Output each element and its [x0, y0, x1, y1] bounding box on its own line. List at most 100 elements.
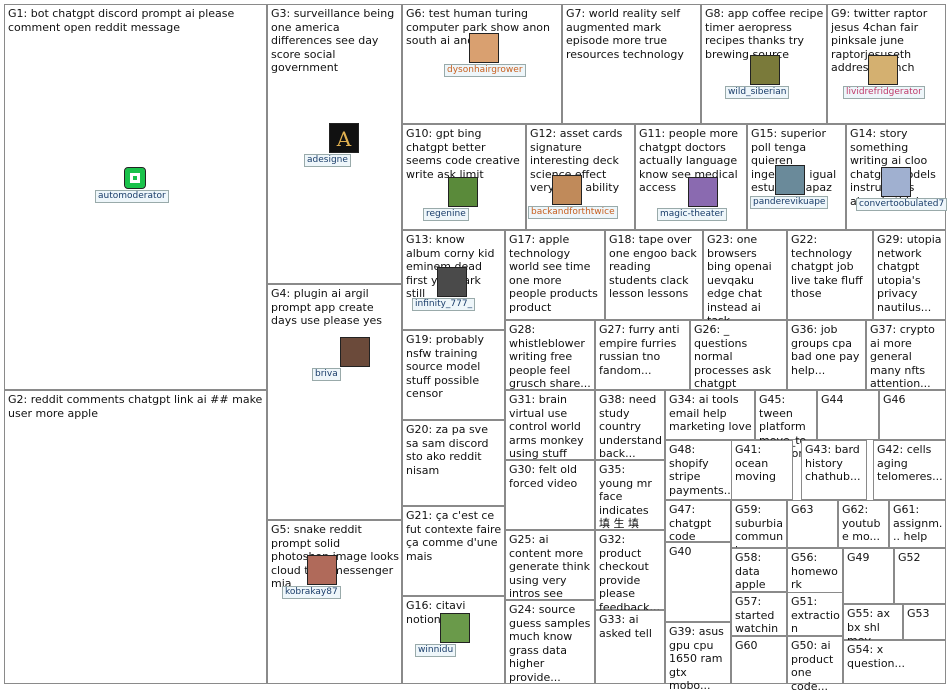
group-box-g28: G28: whistleblower writing free people f…	[505, 320, 595, 390]
hub-name-label: kobrakay87	[282, 586, 341, 599]
group-box-g61: G61: assignm... help	[889, 500, 946, 548]
group-label: G48: shopify stripe payments...	[669, 443, 738, 497]
avatar-cartoon-icon[interactable]	[440, 613, 470, 643]
hub-name-label: briva	[312, 368, 341, 381]
group-box-g59: G59: suburbia communi...	[731, 500, 787, 548]
group-box-g25: G25: ai content more generate think usin…	[505, 530, 595, 600]
group-label: G44	[821, 393, 876, 407]
avatar-cartoon-icon[interactable]	[750, 55, 780, 85]
group-box-g37: G37: crypto ai more general many nfts at…	[866, 320, 946, 390]
group-label: G52	[898, 551, 943, 565]
group-label: G36: job groups cpa bad one pay help...	[791, 323, 863, 377]
group-box-g24: G24: source guess samples much know gras…	[505, 600, 595, 684]
group-box-g53: G53	[903, 604, 946, 640]
group-label: G39: asus gpu cpu 1650 ram gtx mobo...	[669, 625, 728, 693]
group-label: G29: utopia network chatgpt utopia's pri…	[877, 233, 943, 314]
group-label: G18: tape over one engoo back reading st…	[609, 233, 700, 301]
group-label: G34: ai tools email help marketing love	[669, 393, 752, 434]
group-box-g7: G7: world reality self augmented mark ep…	[562, 4, 701, 124]
group-label: G4: plugin ai argil prompt app create da…	[271, 287, 399, 328]
group-label: G33: ai asked tell	[599, 613, 662, 640]
hub-name-label: adesigne	[304, 154, 351, 167]
group-box-g54: G54: x question...	[843, 640, 946, 684]
group-box-g51: G51: extraction material...	[787, 592, 843, 636]
group-box-g58: G58: data apple music fm...	[731, 548, 787, 592]
hub-name-label: backandforthtwice	[528, 206, 618, 219]
group-box-g57: G57: started watching...	[731, 592, 787, 636]
group-box-g63: G63	[787, 500, 838, 548]
group-box-g17: G17: apple technology world see time one…	[505, 230, 605, 320]
avatar-cartoon-icon[interactable]	[448, 177, 478, 207]
hub-name-label: lividrefridgerator	[843, 86, 925, 99]
group-box-g32: G32: product checkout provide please fee…	[595, 530, 665, 610]
group-label: G49	[847, 551, 891, 565]
group-label: G28: whistleblower writing free people f…	[509, 323, 592, 391]
avatar-photo-icon[interactable]	[469, 33, 499, 63]
group-label: G22: technology chatgpt job live take fl…	[791, 233, 870, 301]
group-box-g40: G40	[665, 542, 731, 622]
hub-name-label: dysonhairgrower	[444, 64, 526, 77]
group-label: G10: gpt bing chatgpt better seems code …	[406, 127, 523, 181]
group-label: G46	[883, 393, 943, 407]
hub-name-label: magic-theater	[657, 208, 727, 221]
group-box-g30: G30: felt old forced video	[505, 460, 595, 530]
group-label: G40	[669, 545, 728, 559]
hub-name-label: convertoobulated7	[856, 198, 947, 211]
hub-name-label: automoderator	[95, 190, 169, 203]
group-box-g38: G38: need study country understand back.…	[595, 390, 665, 460]
group-box-g52: G52	[894, 548, 946, 604]
avatar-photo-icon[interactable]	[437, 267, 467, 297]
group-box-g33: G33: ai asked tell	[595, 610, 665, 684]
group-box-g60: G60	[731, 636, 787, 684]
avatar-photo-icon[interactable]	[688, 177, 718, 207]
group-label: G32: product checkout provide please fee…	[599, 533, 662, 614]
group-label: G47: chatgpt code	[669, 503, 728, 544]
group-box-g31: G31: brain virtual use control world arm…	[505, 390, 595, 460]
group-label: G30: felt old forced video	[509, 463, 592, 490]
group-box-g4: G4: plugin ai argil prompt app create da…	[267, 284, 402, 520]
group-label: G61: assignm... help	[893, 503, 943, 544]
group-box-g42: G42: cells aging telomeres...	[873, 440, 946, 500]
group-label: G8: app coffee recipe timer aeropress re…	[705, 7, 824, 61]
group-box-g34: G34: ai tools email help marketing love	[665, 390, 755, 440]
group-box-g19: G19: probably nsfw training source model…	[402, 330, 505, 420]
group-box-g27: G27: furry anti empire furries russian t…	[595, 320, 690, 390]
group-box-g26: G26: _ questions normal processes ask ch…	[690, 320, 787, 390]
group-label: G23: one browsers bing openai uevqaku ed…	[707, 233, 784, 328]
group-box-g44: G44	[817, 390, 879, 440]
group-label: G41: ocean moving	[735, 443, 790, 484]
group-label: G27: furry anti empire furries russian t…	[599, 323, 687, 377]
group-label: G7: world reality self augmented mark ep…	[566, 7, 698, 61]
letter-a-logo-icon[interactable]: A	[329, 123, 359, 153]
group-label: G54: x question...	[847, 643, 943, 670]
group-box-g23: G23: one browsers bing openai uevqaku ed…	[703, 230, 787, 320]
avatar-photo-icon[interactable]	[881, 167, 911, 197]
group-label: G17: apple technology world see time one…	[509, 233, 602, 314]
hub-name-label: wild_siberian	[725, 86, 789, 99]
group-box-g55: G55: ax bx shl mov...	[843, 604, 903, 640]
group-box-g50: G50: ai product one code...	[787, 636, 843, 684]
group-box-g5: G5: snake reddit prompt solid photoshop …	[267, 520, 402, 684]
avatar-photo-icon[interactable]	[868, 55, 898, 85]
group-box-g41: G41: ocean moving	[731, 440, 793, 500]
hub-name-label: panderevikuape	[750, 196, 828, 209]
group-label: G19: probably nsfw training source model…	[406, 333, 502, 401]
group-label: G53	[907, 607, 943, 621]
group-label: G62: youtube mo...	[842, 503, 886, 544]
avatar-photo-icon[interactable]	[552, 175, 582, 205]
group-box-g29: G29: utopia network chatgpt utopia's pri…	[873, 230, 946, 320]
avatar-photo-icon[interactable]	[307, 555, 337, 585]
avatar-photo-icon[interactable]	[775, 165, 805, 195]
avatar-photo-icon[interactable]	[340, 337, 370, 367]
shield-icon[interactable]	[124, 167, 146, 189]
group-label: G3: surveillance being one america diffe…	[271, 7, 399, 75]
group-box-g35: G35: young mr face indicates 填 生 填 looke…	[595, 460, 665, 530]
group-label: G38: need study country understand back.…	[599, 393, 662, 461]
hub-name-label: winnidu	[415, 644, 456, 657]
group-box-g22: G22: technology chatgpt job live take fl…	[787, 230, 873, 320]
group-label: G50: ai product one code...	[791, 639, 840, 693]
group-box-g46: G46	[879, 390, 946, 440]
group-box-g62: G62: youtube mo...	[838, 500, 889, 548]
group-label: G63	[791, 503, 835, 517]
group-label: G21: ça c'est ce fut contexte faire ça c…	[406, 509, 502, 563]
